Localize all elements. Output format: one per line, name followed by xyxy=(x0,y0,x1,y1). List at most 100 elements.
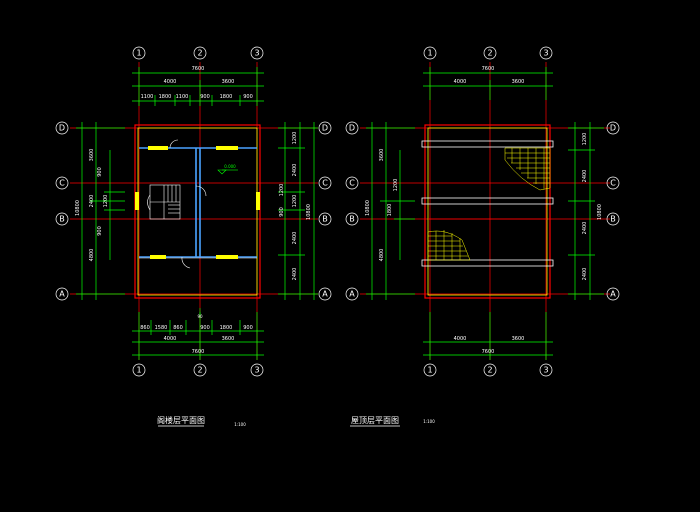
r-dim-top-total: 7600 xyxy=(482,66,495,72)
r-dim-bottom-sub-1: 4000 xyxy=(454,336,467,342)
dim-bottom-detail-5: 1800 xyxy=(220,325,233,331)
elevation-mark: 0.000 xyxy=(217,164,238,175)
plan-left-title: 阁楼层平面图 xyxy=(157,415,205,425)
dim-left-inner-1: 900 xyxy=(97,167,103,177)
left-windows xyxy=(135,146,260,259)
grid-label-d-left: D xyxy=(59,124,65,133)
grid-label-3-top: 3 xyxy=(254,49,259,58)
dim-right-inner-1: 1200 xyxy=(279,184,285,197)
left-partitions xyxy=(139,147,257,259)
roof-inner-wall xyxy=(427,127,548,296)
r-grid-label-d-right: D xyxy=(610,124,616,133)
roof-eaves xyxy=(421,140,554,267)
left-grid-bubbles xyxy=(55,46,332,377)
dim-bottom-detail-3: 860 xyxy=(173,325,183,331)
door-swings xyxy=(169,139,207,269)
r-dim-left-sub-1: 3600 xyxy=(379,149,385,162)
dim-right-1: 1200 xyxy=(292,132,298,145)
dim-bottom-detail-4: 900 xyxy=(200,325,210,331)
r-grid-label-a-left: A xyxy=(349,290,355,299)
r-grid-label-d-left: D xyxy=(349,124,355,133)
grid-label-b-left: B xyxy=(59,215,65,224)
grid-label-1-top: 1 xyxy=(136,49,141,58)
right-dimension-lines xyxy=(366,67,604,360)
dim-top-detail-4: 900 xyxy=(200,94,210,100)
grid-label-1-bottom: 1 xyxy=(136,366,141,375)
dim-top-detail-3: 1100 xyxy=(176,94,189,100)
grid-label-2-top: 2 xyxy=(197,49,202,58)
grid-label-a-left: A xyxy=(59,290,65,299)
left-inner-wall xyxy=(137,127,258,296)
r-dim-right-2: 2400 xyxy=(582,170,588,183)
grid-label-c-left: C xyxy=(59,179,65,188)
grid-label-d-right: D xyxy=(322,124,328,133)
plan-right-title: 屋顶层平面图 xyxy=(351,416,399,425)
r-dim-right-total: 10800 xyxy=(597,204,603,220)
dim-left-inner-4: 900 xyxy=(97,226,103,236)
dim-left-sub-2: 4800 xyxy=(89,249,95,262)
dim-right-2: 2400 xyxy=(292,164,298,177)
dim-right-total: 10800 xyxy=(306,204,312,220)
grid-label-2-bottom: 2 xyxy=(197,366,202,375)
small-dim-label: 90 xyxy=(197,314,203,319)
r-dim-left-inner-2: 1200 xyxy=(393,179,399,192)
r-dim-left-total: 10800 xyxy=(365,200,371,216)
dim-bottom-sub-2: 3600 xyxy=(222,336,235,342)
r-grid-label-1-top: 1 xyxy=(427,49,432,58)
r-grid-label-3-top: 3 xyxy=(543,49,548,58)
dim-left-sub-1: 3600 xyxy=(89,149,95,162)
right-plan: 1 2 3 1 2 3 D C B A D C B A 7600 4000 36… xyxy=(345,46,620,427)
stair-symbol xyxy=(147,184,181,220)
r-grid-label-b-right: B xyxy=(610,215,616,224)
dim-top-detail-6: 900 xyxy=(243,94,253,100)
dim-left-total: 10800 xyxy=(75,200,81,216)
left-plan: 0.000 90 1 2 3 1 2 3 D C B A D C B A xyxy=(55,46,332,427)
dim-right-inner-2: 900 xyxy=(279,207,285,217)
dim-right-4: 2400 xyxy=(292,232,298,245)
dim-top-sub-2: 3600 xyxy=(222,79,235,85)
r-grid-label-1-bottom: 1 xyxy=(427,366,432,375)
grid-label-b-right: B xyxy=(322,215,328,224)
left-outer-wall xyxy=(134,124,261,299)
dim-bottom-detail-1: 860 xyxy=(140,325,150,331)
r-dim-right-1: 1200 xyxy=(582,133,588,146)
r-grid-label-3-bottom: 3 xyxy=(543,366,548,375)
r-dim-right-3: 2400 xyxy=(582,222,588,235)
dim-right-5: 2400 xyxy=(292,268,298,281)
dim-top-detail-5: 1800 xyxy=(220,94,233,100)
left-dimension-lines xyxy=(76,67,318,360)
plan-left-scale: 1:100 xyxy=(234,422,246,427)
dim-bottom-detail-2: 1580 xyxy=(155,325,168,331)
r-grid-label-2-top: 2 xyxy=(487,49,492,58)
roof-outer-wall xyxy=(424,124,551,299)
grid-label-a-right: A xyxy=(322,290,328,299)
r-dim-top-sub-2: 3600 xyxy=(512,79,525,85)
r-grid-label-a-right: A xyxy=(610,290,616,299)
dim-bottom-detail-6: 900 xyxy=(243,325,253,331)
r-dim-bottom-total: 7600 xyxy=(482,349,495,355)
roof-tile-hatch-bottom xyxy=(427,230,471,261)
r-grid-label-c-left: C xyxy=(349,179,355,188)
r-dim-right-4: 2400 xyxy=(582,268,588,281)
dim-bottom-sub-1: 4000 xyxy=(164,336,177,342)
grid-label-c-right: C xyxy=(322,179,328,188)
dim-top-sub-1: 4000 xyxy=(164,79,177,85)
dim-top-detail-1: 1100 xyxy=(141,94,154,100)
elevation-label: 0.000 xyxy=(224,164,236,169)
r-grid-label-2-bottom: 2 xyxy=(487,366,492,375)
dim-top-detail-2: 1800 xyxy=(159,94,172,100)
roof-tile-hatch-top xyxy=(504,147,551,191)
dim-right-3: 1200 xyxy=(292,195,298,208)
r-dim-top-sub-1: 4000 xyxy=(454,79,467,85)
dim-bottom-total: 7600 xyxy=(192,349,205,355)
dim-left-inner-2: 2400 xyxy=(89,195,95,208)
right-grid-bubbles xyxy=(345,46,620,377)
r-dim-left-sub-2: 4800 xyxy=(379,249,385,262)
grid-label-3-bottom: 3 xyxy=(254,366,259,375)
plan-right-scale: 1:100 xyxy=(423,419,435,424)
r-grid-label-c-right: C xyxy=(610,179,616,188)
dim-top-total: 7600 xyxy=(192,66,205,72)
dim-left-inner-3: 1200 xyxy=(103,195,109,208)
